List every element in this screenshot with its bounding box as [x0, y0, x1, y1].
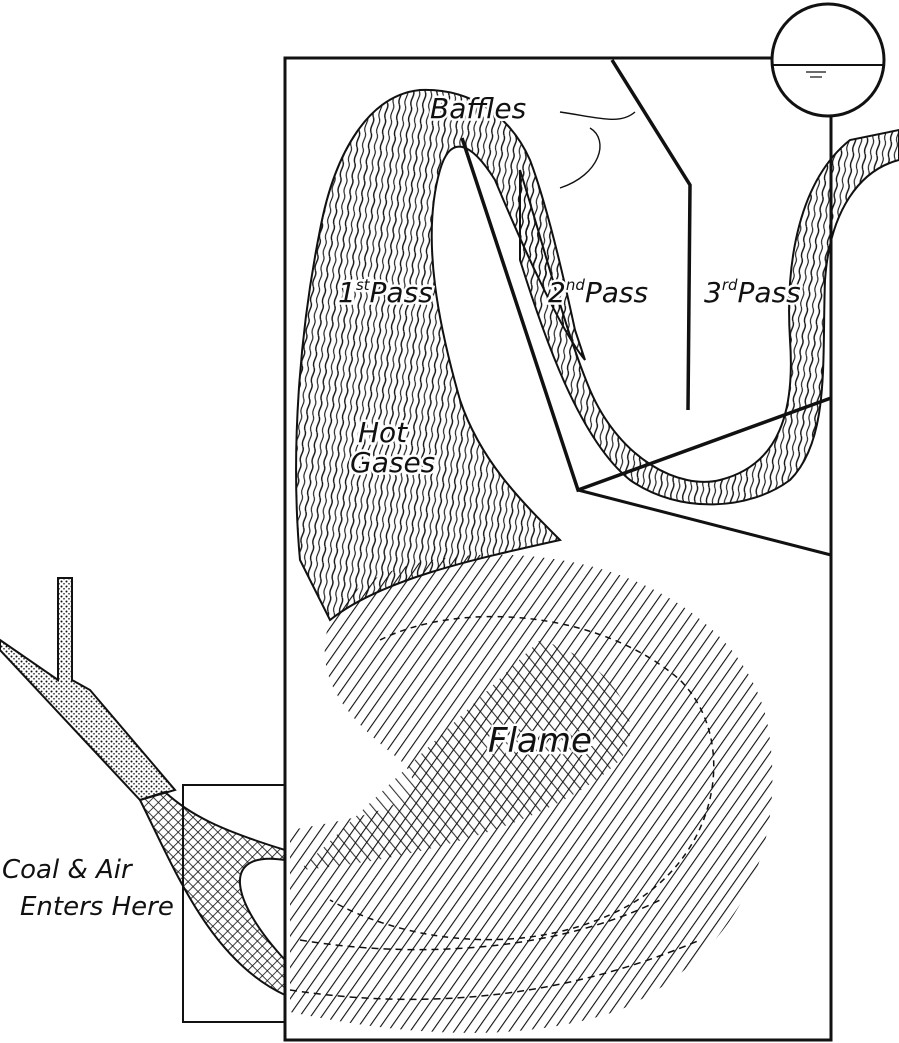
pass-flow: [520, 130, 899, 504]
third-pass-num: 3: [704, 276, 722, 309]
second-pass-word: Pass: [585, 276, 648, 309]
gauge: [772, 4, 884, 116]
label-coal-air: Coal & Air: [2, 855, 134, 885]
second-pass-sup: nd: [566, 276, 586, 294]
coal-chute: [0, 578, 285, 995]
first-pass-sup: st: [356, 276, 371, 294]
third-pass-sup: rd: [722, 276, 738, 294]
label-flame: Flame: [488, 721, 592, 761]
label-baffles: Baffles: [430, 92, 526, 125]
flame: [290, 555, 772, 1033]
label-gases: Gases: [350, 446, 435, 479]
label-first-pass: 1stPass: [338, 276, 433, 309]
label-enters-here: Enters Here: [20, 892, 174, 922]
hot-gases: [296, 90, 585, 620]
label-hot: Hot: [358, 416, 408, 449]
first-pass-word: Pass: [370, 276, 433, 309]
third-pass-word: Pass: [738, 276, 801, 309]
baffles-pointer: [560, 112, 635, 119]
label-second-pass: 2ndPass: [548, 276, 648, 309]
second-pass-num: 2: [548, 276, 566, 309]
first-pass-num: 1: [338, 276, 356, 309]
label-third-pass: 3rdPass: [704, 276, 801, 309]
